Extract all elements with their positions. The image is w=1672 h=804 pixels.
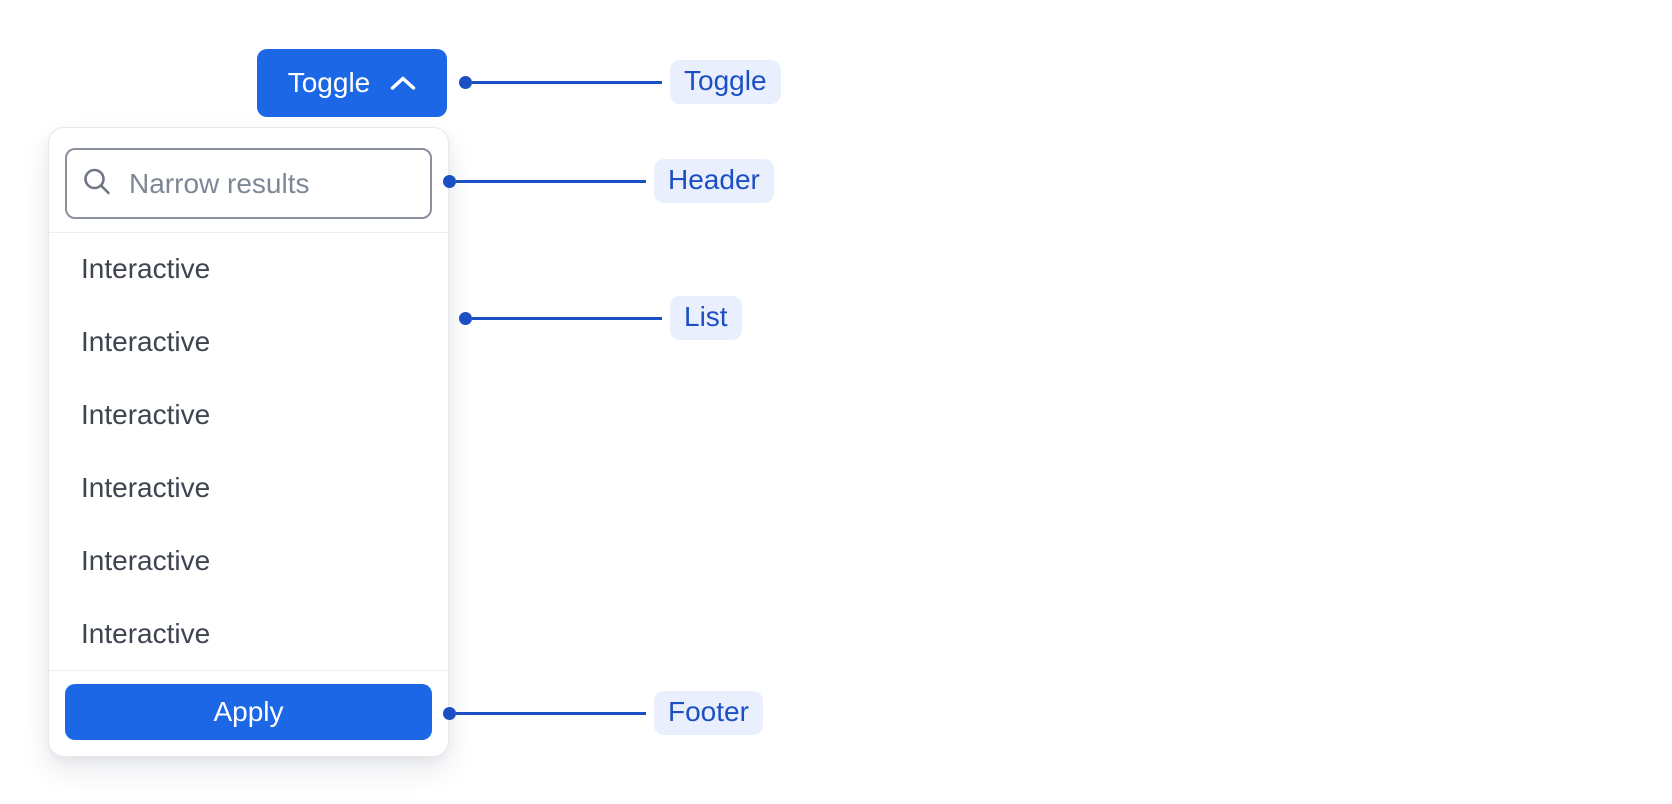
annotation-connector-line bbox=[456, 179, 646, 183]
list-item[interactable]: Interactive bbox=[81, 399, 211, 431]
search-input[interactable] bbox=[65, 148, 432, 219]
list-item[interactable]: Interactive bbox=[81, 544, 211, 576]
annotation-footer: Footer bbox=[443, 691, 763, 735]
annotation-dot-icon bbox=[459, 75, 472, 89]
chevron-up-icon bbox=[390, 75, 416, 91]
list-item[interactable]: Interactive bbox=[81, 326, 211, 358]
annotation-toggle: Toggle bbox=[459, 60, 781, 104]
dropdown-list: Interactive Interactive Interactive Inte… bbox=[49, 233, 448, 670]
toggle-button-label: Toggle bbox=[287, 67, 371, 98]
annotation-dot-icon bbox=[443, 706, 456, 720]
annotation-label-list: List bbox=[670, 296, 742, 340]
search-box bbox=[65, 148, 432, 219]
dropdown-footer: Apply bbox=[49, 670, 448, 756]
dropdown-panel: Interactive Interactive Interactive Inte… bbox=[48, 127, 449, 757]
annotation-header: Header bbox=[443, 159, 774, 203]
toggle-button[interactable]: Toggle bbox=[257, 49, 447, 117]
annotation-label-footer: Footer bbox=[654, 691, 763, 735]
annotation-connector-line bbox=[456, 711, 646, 715]
annotation-connector-line bbox=[472, 80, 662, 84]
annotation-connector-line bbox=[472, 316, 662, 320]
annotation-list: List bbox=[459, 296, 742, 340]
annotation-label-toggle: Toggle bbox=[670, 60, 781, 104]
dropdown-header bbox=[49, 128, 448, 233]
list-item[interactable]: Interactive bbox=[81, 617, 211, 649]
annotation-label-header: Header bbox=[654, 159, 774, 203]
apply-button[interactable]: Apply bbox=[65, 684, 432, 740]
list-item[interactable]: Interactive bbox=[81, 471, 211, 503]
annotation-dot-icon bbox=[443, 174, 456, 188]
list-item[interactable]: Interactive bbox=[81, 253, 211, 285]
annotation-dot-icon bbox=[459, 311, 472, 325]
